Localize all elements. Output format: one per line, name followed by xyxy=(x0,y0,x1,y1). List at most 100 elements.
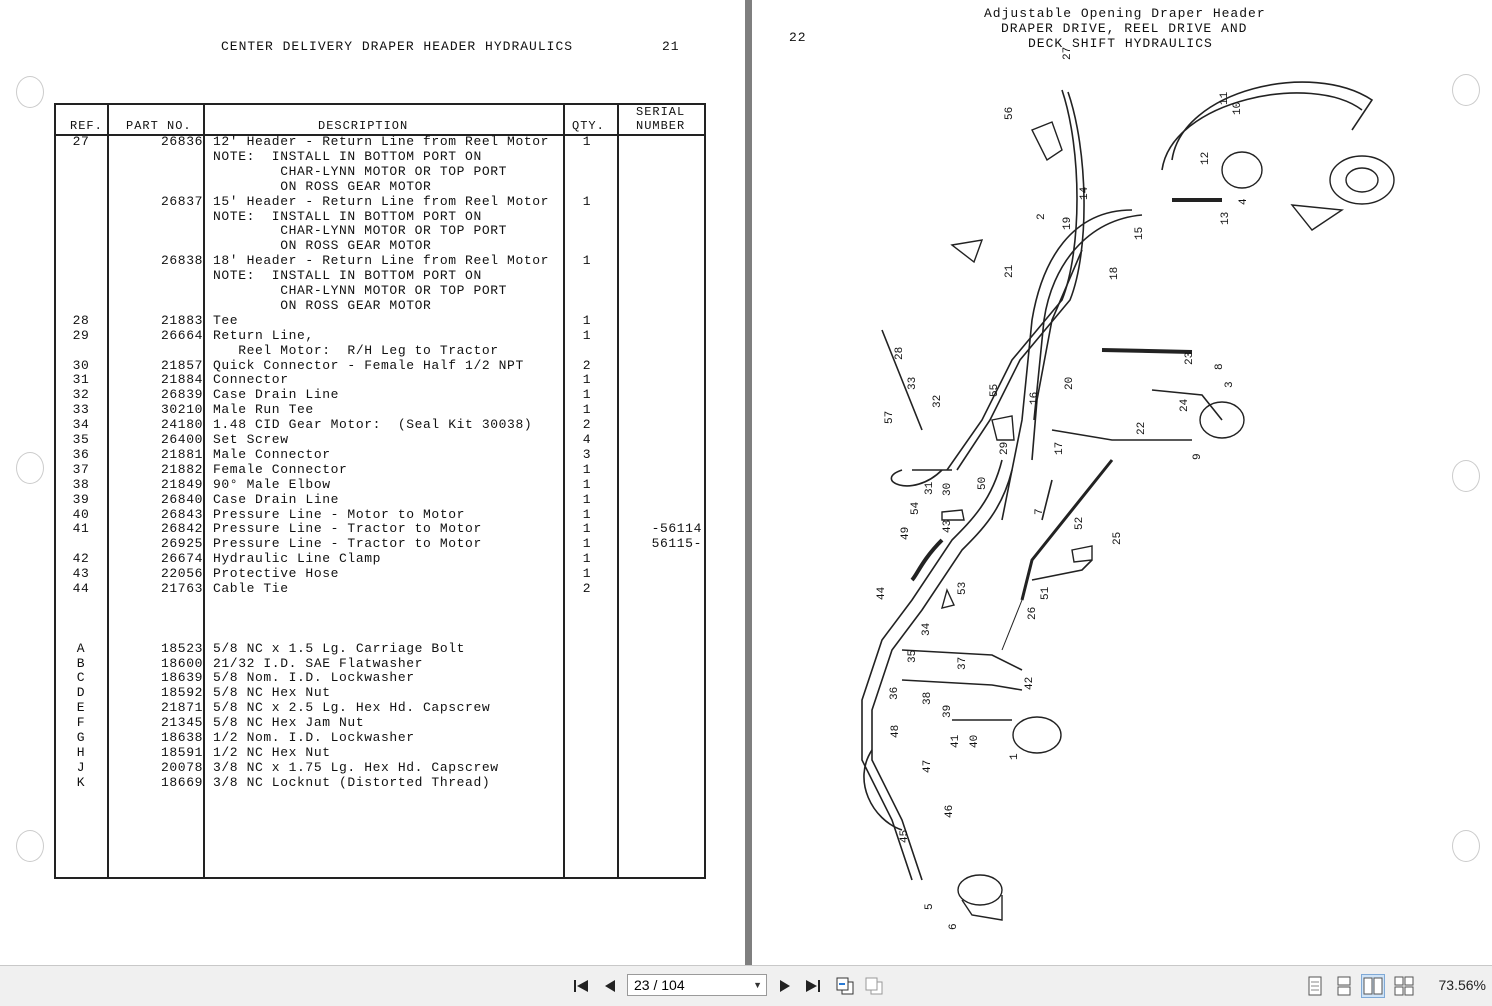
table-row: ON ROSS GEAR MOTOR xyxy=(56,238,704,253)
continuous-facing-icon[interactable] xyxy=(1392,974,1416,998)
callout-45: 45 xyxy=(899,830,911,843)
part-cell: 26842 xyxy=(160,521,203,537)
ref-cell: C xyxy=(76,670,86,686)
part-cell: 26674 xyxy=(160,551,203,567)
single-page-icon[interactable] xyxy=(1303,974,1327,998)
callout-32: 32 xyxy=(932,395,944,408)
ref-cell: 28 xyxy=(72,312,90,328)
document-viewport[interactable]: CENTER DELIVERY DRAPER HEADER HYDRAULICS… xyxy=(0,0,1492,965)
callout-39: 39 xyxy=(942,705,954,718)
page-input[interactable] xyxy=(628,976,736,994)
viewer-toolbar: ▼ 73.56% xyxy=(0,965,1492,1006)
first-page-icon[interactable] xyxy=(569,974,593,998)
part-cell: 18639 xyxy=(160,670,203,686)
page-number-field[interactable]: ▼ xyxy=(627,974,767,996)
callout-37: 37 xyxy=(957,657,969,670)
punch-hole xyxy=(16,452,44,484)
part-cell: 21871 xyxy=(160,700,203,716)
table-row: NOTE: INSTALL IN BOTTOM PORT ON xyxy=(56,268,704,283)
chevron-down-icon[interactable]: ▼ xyxy=(753,980,762,990)
col-ref: REF. xyxy=(70,119,103,133)
back-view-icon[interactable] xyxy=(833,974,857,998)
description-cell: NOTE: INSTALL IN BOTTOM PORT ON xyxy=(213,268,482,284)
callout-55: 55 xyxy=(989,384,1001,397)
table-row: D 18592 5/8 NC Hex Nut xyxy=(56,685,704,700)
table-row xyxy=(56,611,704,626)
ref-cell: E xyxy=(76,700,86,716)
diagram-title-line1: Adjustable Opening Draper Header xyxy=(984,6,1266,21)
description-cell: 3/8 NC Locknut (Distorted Thread) xyxy=(213,774,491,790)
part-cell: 18591 xyxy=(160,744,203,760)
qty-cell: 1 xyxy=(582,521,592,537)
ref-cell: 27 xyxy=(72,134,90,149)
callout-38: 38 xyxy=(922,692,934,705)
facing-icon[interactable] xyxy=(1361,974,1385,998)
callout-7: 7 xyxy=(1034,508,1046,515)
callout-57: 57 xyxy=(884,411,896,424)
callout-54: 54 xyxy=(910,501,922,515)
part-cell: 18592 xyxy=(160,685,203,701)
description-cell: CHAR-LYNN MOTOR OR TOP PORT xyxy=(213,283,508,298)
part-cell: 21882 xyxy=(160,461,203,477)
ref-cell: 40 xyxy=(72,506,90,522)
ref-cell: D xyxy=(76,685,86,701)
part-cell: 26664 xyxy=(160,327,203,343)
continuous-icon[interactable] xyxy=(1332,974,1356,998)
last-page-icon[interactable] xyxy=(801,974,825,998)
page-21: CENTER DELIVERY DRAPER HEADER HYDRAULICS… xyxy=(0,0,745,965)
zoom-level[interactable]: 73.56% xyxy=(1438,977,1486,993)
callout-48: 48 xyxy=(890,725,902,738)
ref-cell: 39 xyxy=(72,491,90,507)
description-cell: Case Drain Line xyxy=(213,491,340,507)
table-row: 26838 18' Header - Return Line from Reel … xyxy=(56,253,704,268)
callout-24: 24 xyxy=(1179,398,1191,412)
description-cell: 5/8 NC Hex Nut xyxy=(213,685,331,701)
description-cell: CHAR-LYNN MOTOR OR TOP PORT xyxy=(213,163,508,179)
ref-cell: 35 xyxy=(72,432,90,447)
parts-table: REF. PART NO. DESCRIPTION QTY. SERIAL NU… xyxy=(54,103,706,879)
qty-cell: 1 xyxy=(582,461,592,477)
qty-cell: 1 xyxy=(582,402,592,418)
ref-cell: 38 xyxy=(72,476,90,492)
callout-10: 10 xyxy=(1232,102,1244,115)
callout-17: 17 xyxy=(1054,442,1066,455)
description-cell: 5/8 NC Hex Jam Nut xyxy=(213,715,365,731)
ref-cell: 30 xyxy=(72,357,90,373)
callout-13: 13 xyxy=(1220,212,1232,225)
description-cell: Female Connector xyxy=(213,461,348,477)
diagram-title-line2: DRAPER DRIVE, REEL DRIVE AND xyxy=(1001,21,1248,36)
callout-9: 9 xyxy=(1192,453,1204,460)
qty-cell: 1 xyxy=(582,551,592,567)
part-cell: 26838 xyxy=(160,253,203,269)
forward-view-icon[interactable] xyxy=(862,974,886,998)
callout-15: 15 xyxy=(1134,227,1146,240)
part-cell: 18523 xyxy=(160,640,203,656)
description-cell: 21/32 I.D. SAE Flatwasher xyxy=(213,655,424,671)
part-cell: 26400 xyxy=(160,432,203,447)
next-page-icon[interactable] xyxy=(773,974,797,998)
ref-cell: 34 xyxy=(72,417,90,433)
punch-hole xyxy=(1452,74,1480,106)
description-cell: Protective Hose xyxy=(213,566,340,582)
description-cell: 18' Header - Return Line from Reel Motor xyxy=(213,253,550,269)
description-cell: Pressure Line - Motor to Motor xyxy=(213,506,466,522)
prev-page-icon[interactable] xyxy=(598,974,622,998)
ref-cell: 32 xyxy=(72,387,90,403)
page-22: 22 Adjustable Opening Draper Header DRAP… xyxy=(752,0,1492,965)
description-cell: 15' Header - Return Line from Reel Motor xyxy=(213,193,550,209)
qty-cell: 2 xyxy=(582,357,592,373)
qty-cell: 2 xyxy=(582,581,592,596)
description-cell: Set Screw xyxy=(213,432,289,447)
